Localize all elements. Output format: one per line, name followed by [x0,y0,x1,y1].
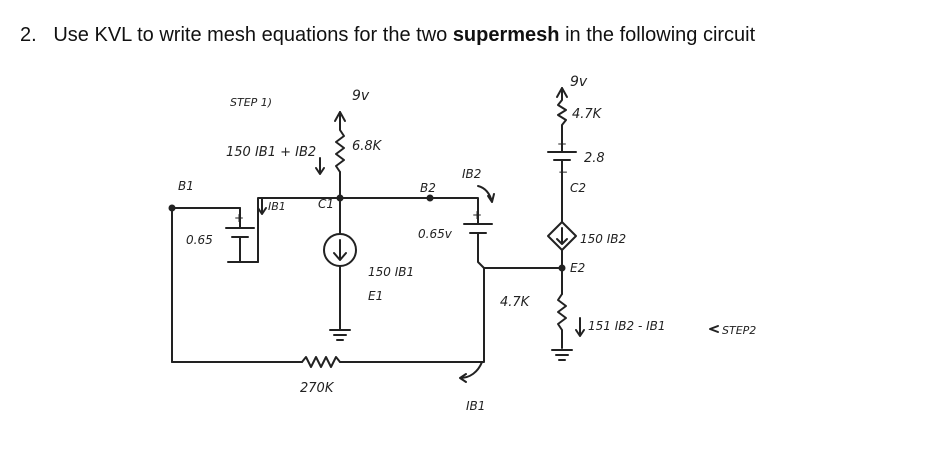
label-0-65: 0.65 [186,233,213,247]
battery-vbe1 [225,227,255,238]
resistor-4k7-emitter [557,293,567,349]
label-c2: C2 [570,181,586,195]
label-6k8: 6.8K [352,139,383,154]
wire-battery1-down [227,236,259,263]
source2-arrow [556,227,568,245]
arrow-ib1-top [257,197,267,215]
node-dot-e2 [558,264,566,272]
label-kcl-expr: 150 IB1 + IB2 [226,145,316,160]
node-dot-c1 [336,194,344,202]
label-9v-right: 9v [570,74,588,90]
question-text-before: Use KVL to write mesh equations for the … [53,24,453,46]
ground-1 [329,329,351,341]
question-text-after: in the following circuit [559,24,756,46]
arrow-ib1-bottom [459,361,483,383]
label-150ib2: 150 IB2 [580,232,626,246]
battery-vbe2 [463,223,493,234]
label-0-65v: 0.65v [418,227,453,241]
wire-bottom-right [339,267,485,363]
ground-2 [551,349,573,361]
polarity-2v8-minus: − [558,165,568,179]
resistor-4k7-top [557,87,567,141]
label-e-current: 151 IB2 - IB1 [588,319,666,333]
label-270k: 270K [300,381,335,396]
arrow-kcl [315,157,325,175]
question-bold-term: supermesh [452,24,560,46]
arrow-e-current [575,317,585,337]
label-ib1-top: IB1 [268,200,286,213]
label-c1: C1 [318,197,334,211]
question-number: 2. [20,24,37,46]
wire-battery2-down [477,232,485,269]
label-e1: E1 [368,289,383,303]
polarity-vbe1-plus: + [234,211,244,225]
question-text: 2. Use KVL to write mesh equations for t… [20,24,755,47]
wire-c1-node [257,197,341,263]
resistor-270k [301,356,341,368]
label-ib1-bottom: IB1 [466,399,485,413]
label-4k7-top: 4.7K [572,107,603,122]
node-dot-b2 [426,194,434,202]
label-150ib1: 150 IB1 [368,265,414,279]
label-4k7-emitter: 4.7K [500,295,531,310]
label-9v-left: 9v [352,88,370,104]
arrow-9v-left [334,111,346,122]
polarity-vbe2-plus: + [472,208,482,222]
resistor-6k8 [335,111,345,173]
source1-arrow [333,239,347,261]
battery-2v8 [547,151,577,161]
arrow-ib2 [477,185,495,203]
label-2v8: 2.8 [584,151,605,166]
polarity-2v8-plus: + [557,137,567,151]
node-dot-b1 [168,204,176,212]
label-b2: B2 [420,181,436,195]
wire-c1-to-b2 [339,197,479,225]
label-b1: B1 [178,179,194,193]
label-step1: STEP 1) [230,96,272,109]
label-e2: E2 [570,261,585,275]
label-step2: STEP2 [722,324,756,337]
arrow-step2 [709,325,719,333]
label-ib2: IB2 [462,167,481,181]
